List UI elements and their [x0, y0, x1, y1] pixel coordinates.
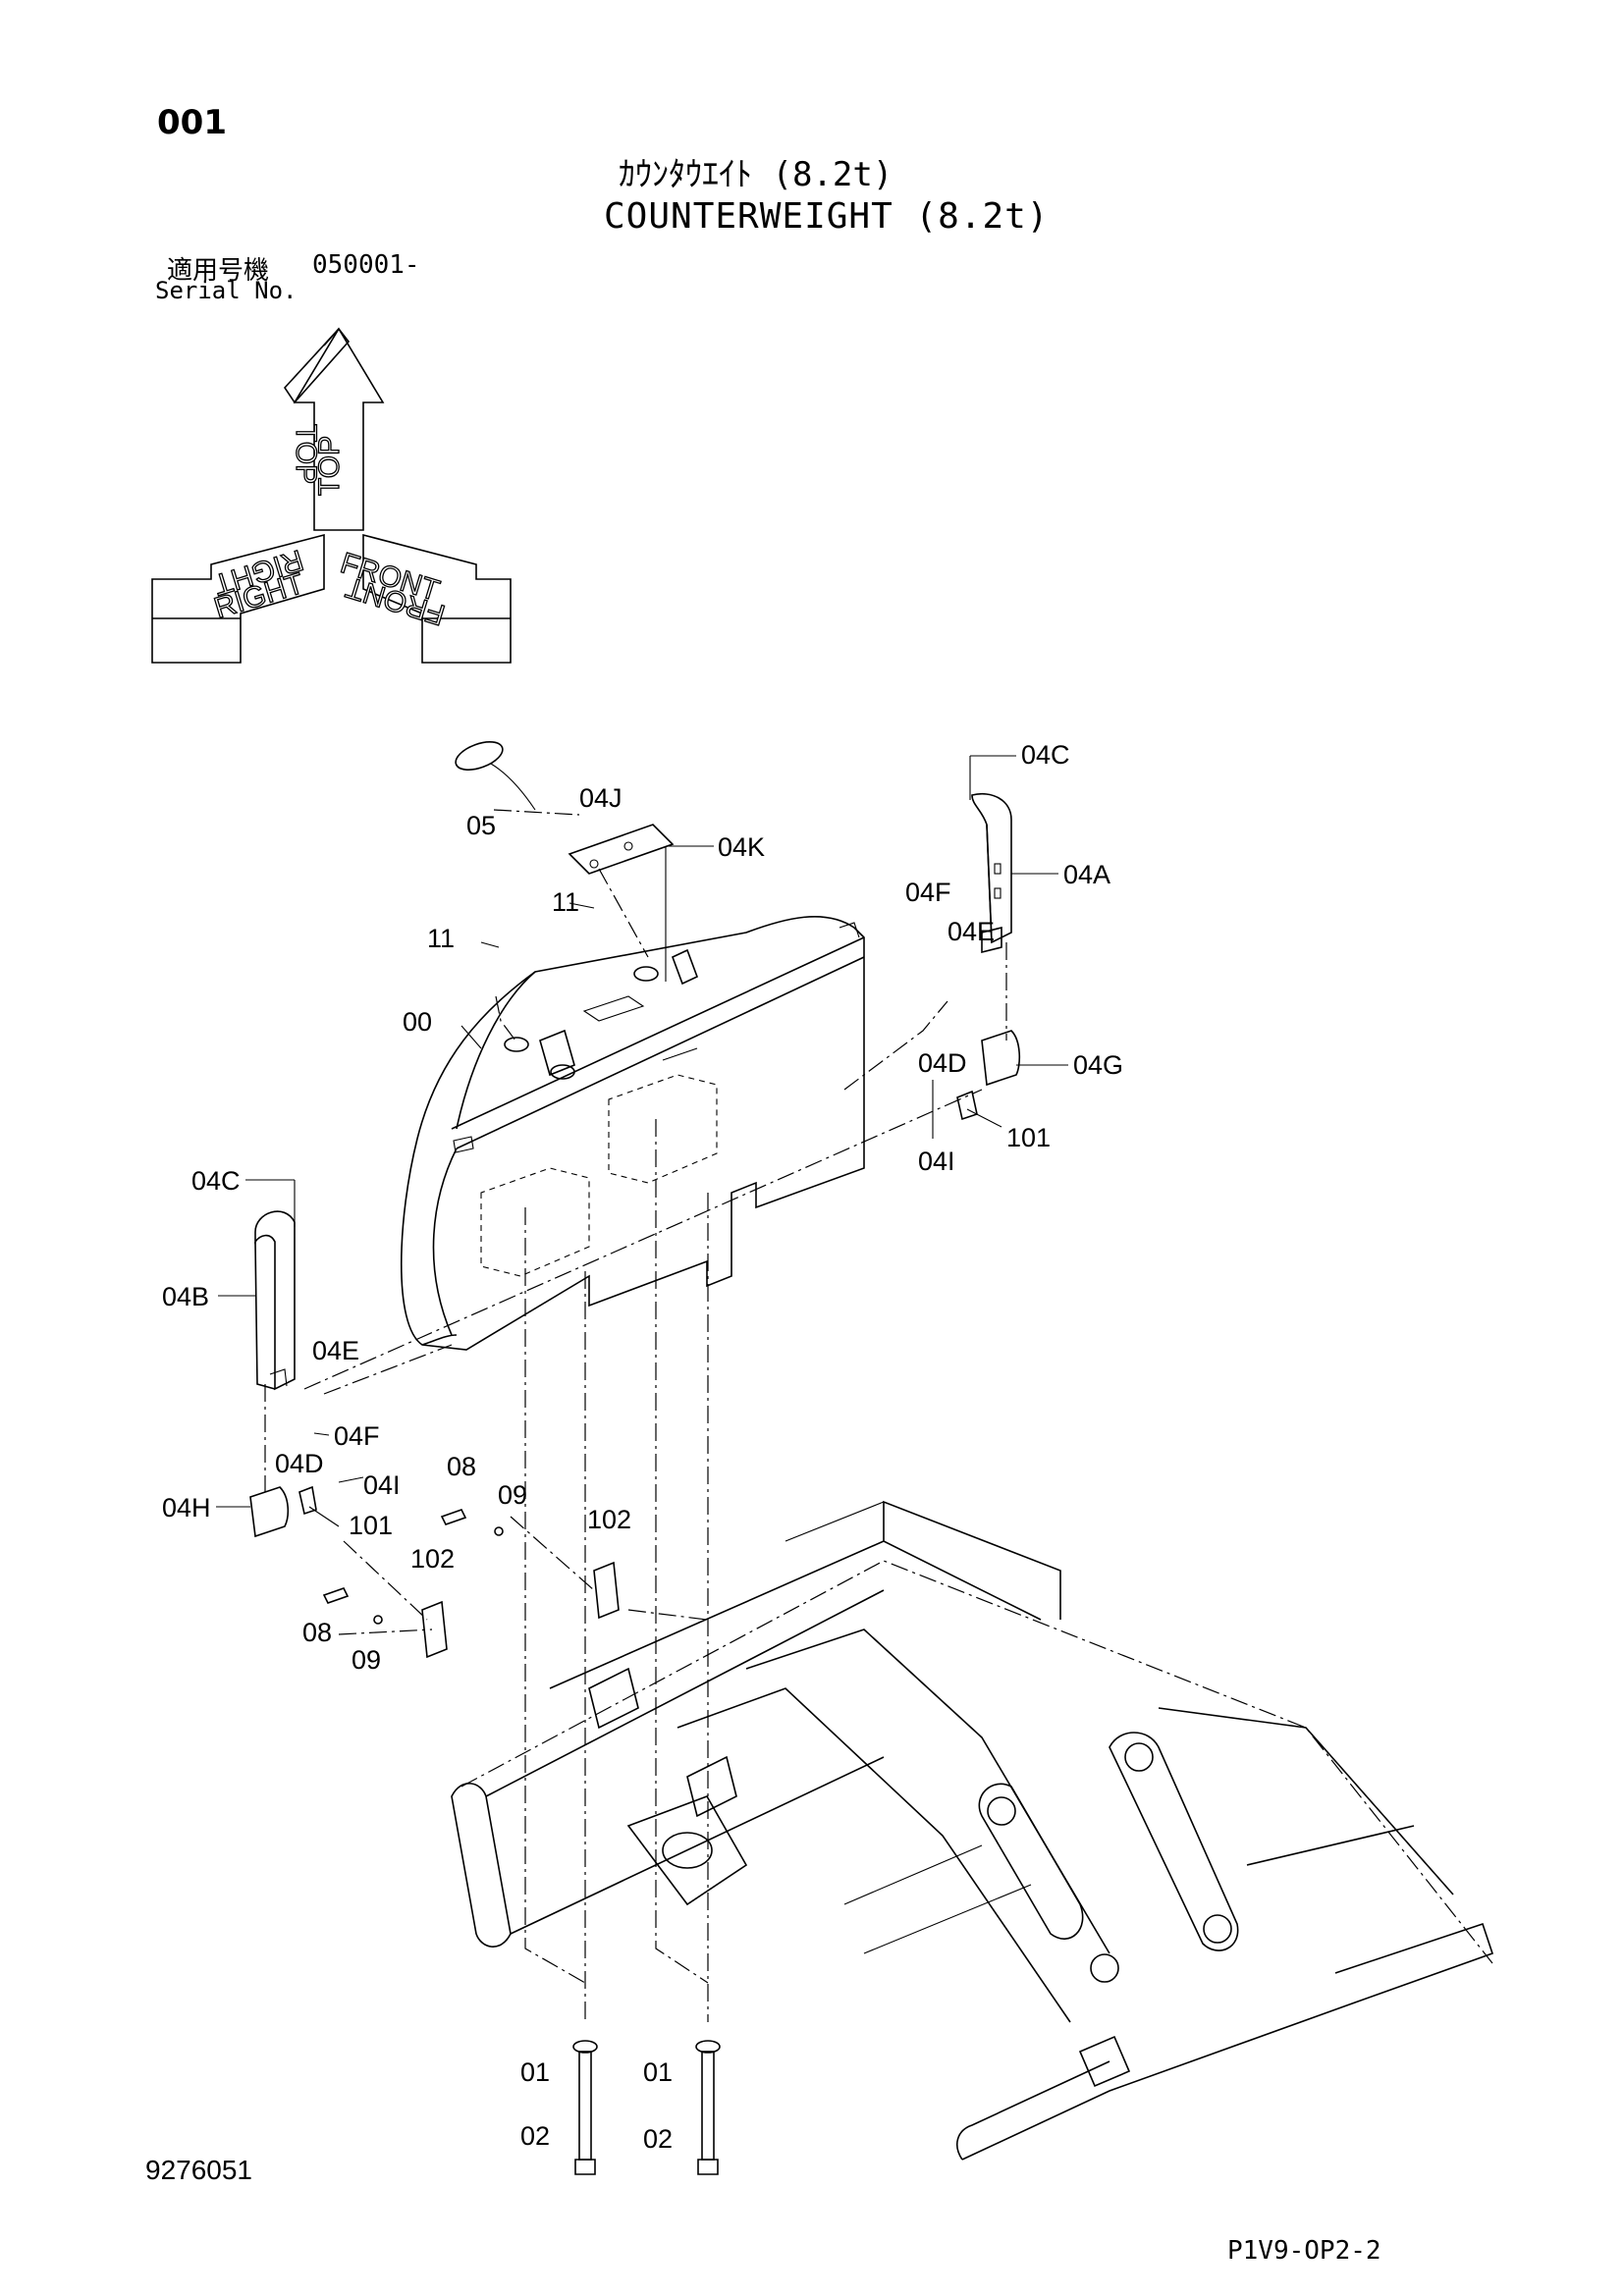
callout-08-a: 08 — [447, 1452, 476, 1481]
side-guard-left — [254, 1210, 296, 1391]
serial-label-english: Serial No. — [155, 277, 298, 304]
callout-02-b: 02 — [643, 2124, 673, 2154]
callout-04C-top: 04C — [1021, 740, 1070, 770]
callout-01-b: 01 — [643, 2057, 673, 2087]
callout-08-b: 08 — [302, 1618, 332, 1647]
orientation-top-text: TOP — [290, 424, 322, 484]
leader-lines — [216, 755, 1068, 2022]
document-number: 9276051 — [145, 2155, 253, 2185]
orientation-top-text-2: TOP — [313, 436, 346, 496]
callout-102-a: 102 — [587, 1505, 631, 1534]
callout-04K: 04K — [718, 832, 765, 862]
callout-101-right: 101 — [1006, 1123, 1051, 1152]
counterweight-body — [400, 916, 865, 1351]
serial-label-japanese: 適用号機 — [167, 256, 270, 286]
page-code: 001 — [157, 103, 227, 142]
callout-04A: 04A — [1063, 860, 1110, 889]
title-japanese: ｶｳﾝﾀｳｴｲﾄ (8.2t) — [619, 155, 893, 194]
callout-01-a: 01 — [520, 2057, 550, 2087]
callout-04E-right: 04E — [947, 917, 995, 946]
page-reference: P1V9-OP2-2 — [1227, 2236, 1381, 2266]
callout-04I-right: 04I — [918, 1147, 955, 1176]
callout-04D-left: 04D — [275, 1449, 324, 1478]
cover-plates — [249, 1030, 1021, 1538]
side-guard-right — [971, 793, 1012, 954]
callout-04G: 04G — [1073, 1050, 1123, 1080]
orientation-arrows-icon: TOP TOP RIGHT RIGHT FRONT FRONT — [151, 327, 512, 664]
callout-09-a: 09 — [498, 1480, 527, 1510]
callout-02-a: 02 — [520, 2121, 550, 2151]
callout-102-b: 102 — [410, 1544, 455, 1574]
callout-04J: 04J — [579, 783, 623, 813]
callout-101-left: 101 — [349, 1511, 393, 1540]
callout-04B: 04B — [162, 1282, 209, 1311]
plates-and-bolts — [322, 1509, 721, 2175]
callout-04C-left: 04C — [191, 1166, 241, 1196]
callout-11-b: 11 — [427, 924, 455, 953]
callouts: 05 04J 04K 04C 04A 11 11 04F 04E 00 04D … — [162, 740, 1123, 2154]
callout-04F-left: 04F — [334, 1421, 380, 1451]
callout-04E-left: 04E — [312, 1336, 359, 1365]
callout-04D-right: 04D — [918, 1048, 967, 1078]
cap-and-plate — [455, 741, 675, 875]
callout-04F-right: 04F — [905, 878, 951, 907]
serial-number: 050001- — [312, 250, 420, 280]
title-english: COUNTERWEIGHT (8.2t) — [604, 196, 1050, 237]
callout-00: 00 — [403, 1007, 432, 1037]
callout-04I-left: 04I — [363, 1470, 401, 1500]
callout-05: 05 — [466, 811, 496, 840]
upper-frame-chassis — [451, 1500, 1494, 2161]
callout-09-b: 09 — [352, 1645, 381, 1675]
callout-04H: 04H — [162, 1493, 211, 1522]
callout-11-a: 11 — [552, 887, 579, 917]
